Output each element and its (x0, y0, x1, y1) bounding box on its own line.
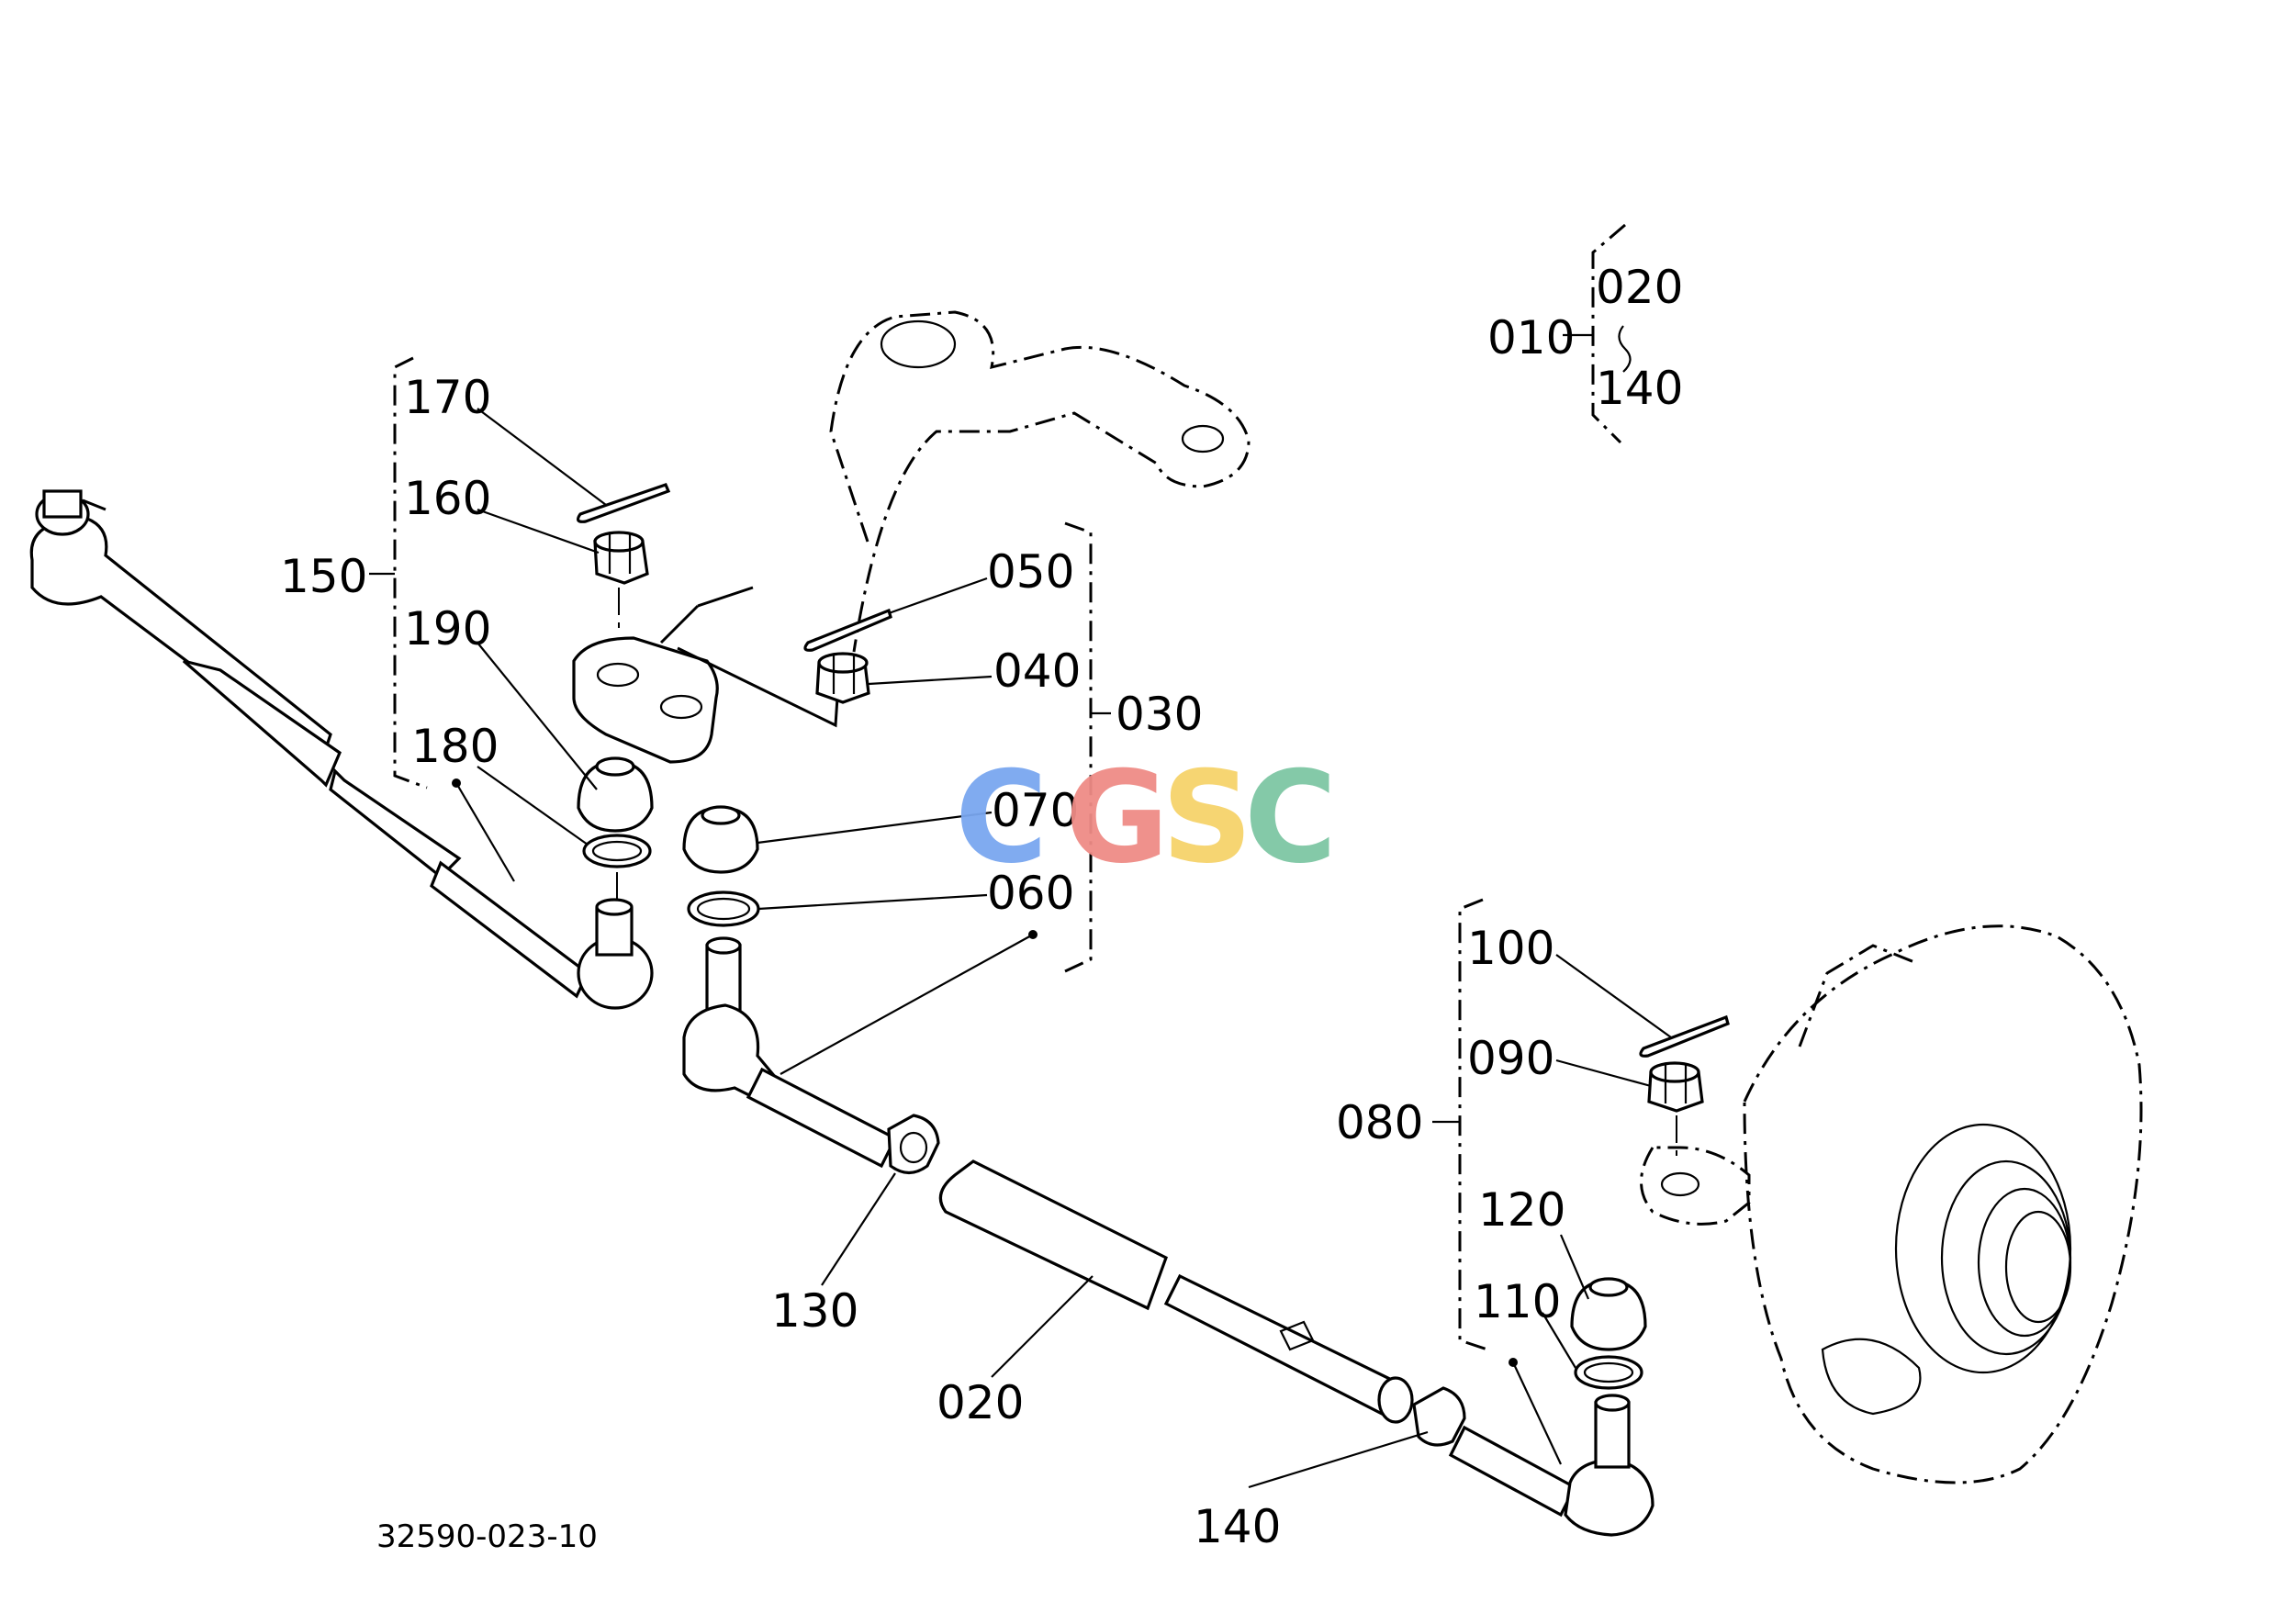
callout-180: 180 (411, 720, 499, 773)
dust-seal-070 (682, 805, 759, 874)
knuckle-housing (1640, 924, 2143, 1484)
castle-nut-160 (593, 531, 649, 585)
lock-nut-130 (887, 1114, 940, 1175)
dust-seal-120 (1570, 1277, 1647, 1351)
clip-ring-060 (687, 890, 760, 927)
castle-nut-040 (815, 652, 870, 704)
callout-030: 030 (1116, 688, 1203, 741)
callout-020: 020 (937, 1376, 1024, 1429)
callout-140-group: 140 (1596, 362, 1683, 415)
callout-120: 120 (1478, 1183, 1565, 1237)
callout-190: 190 (404, 602, 491, 655)
tie-rod-end-center (682, 936, 898, 1169)
callout-070: 070 (992, 784, 1079, 837)
callout-090: 090 (1467, 1032, 1554, 1085)
tie-rod-tube-020 (938, 1159, 1414, 1424)
callout-160: 160 (404, 472, 491, 525)
cotter-pin-050 (803, 608, 892, 652)
callout-170: 170 (404, 371, 491, 424)
dust-seal-190 (577, 756, 654, 833)
tie-rod-end-left (29, 489, 654, 1010)
bracket-080 (1458, 898, 1488, 1351)
clip-ring-110 (1574, 1355, 1643, 1390)
callout-110: 110 (1474, 1275, 1561, 1328)
callout-130: 130 (771, 1284, 858, 1338)
callout-100: 100 (1467, 922, 1554, 975)
lock-nut-140 (1412, 1386, 1466, 1447)
cotter-pin-100 (1639, 1014, 1730, 1058)
callout-060: 060 (987, 867, 1074, 920)
callout-020-group: 020 (1596, 261, 1683, 314)
bracket-010 (1591, 223, 1626, 444)
figure-number: 32590-023-10 (376, 1518, 598, 1555)
watermark-logo: C G S C (955, 744, 1337, 891)
clip-ring-180 (582, 834, 652, 868)
callout-140: 140 (1194, 1500, 1281, 1553)
callout-080: 080 (1336, 1096, 1423, 1149)
callout-040: 040 (993, 644, 1081, 698)
callout-050: 050 (987, 545, 1074, 599)
bracket-030 (1064, 521, 1093, 973)
tie-rod-end-right (1448, 1394, 1654, 1537)
callout-010: 010 (1487, 311, 1575, 364)
watermark-letter-s: S (1161, 744, 1252, 891)
castle-nut-090 (1647, 1061, 1704, 1113)
watermark-letter-g: G (1065, 744, 1169, 891)
cotter-pin-170 (576, 483, 671, 523)
callout-150: 150 (280, 550, 367, 603)
steering-arm (572, 310, 1251, 764)
bracket-150 (393, 356, 428, 790)
leader-lines (452, 408, 1672, 1489)
watermark-letter-c2: C (1244, 744, 1337, 891)
watermark-letter-c1: C (955, 744, 1048, 891)
